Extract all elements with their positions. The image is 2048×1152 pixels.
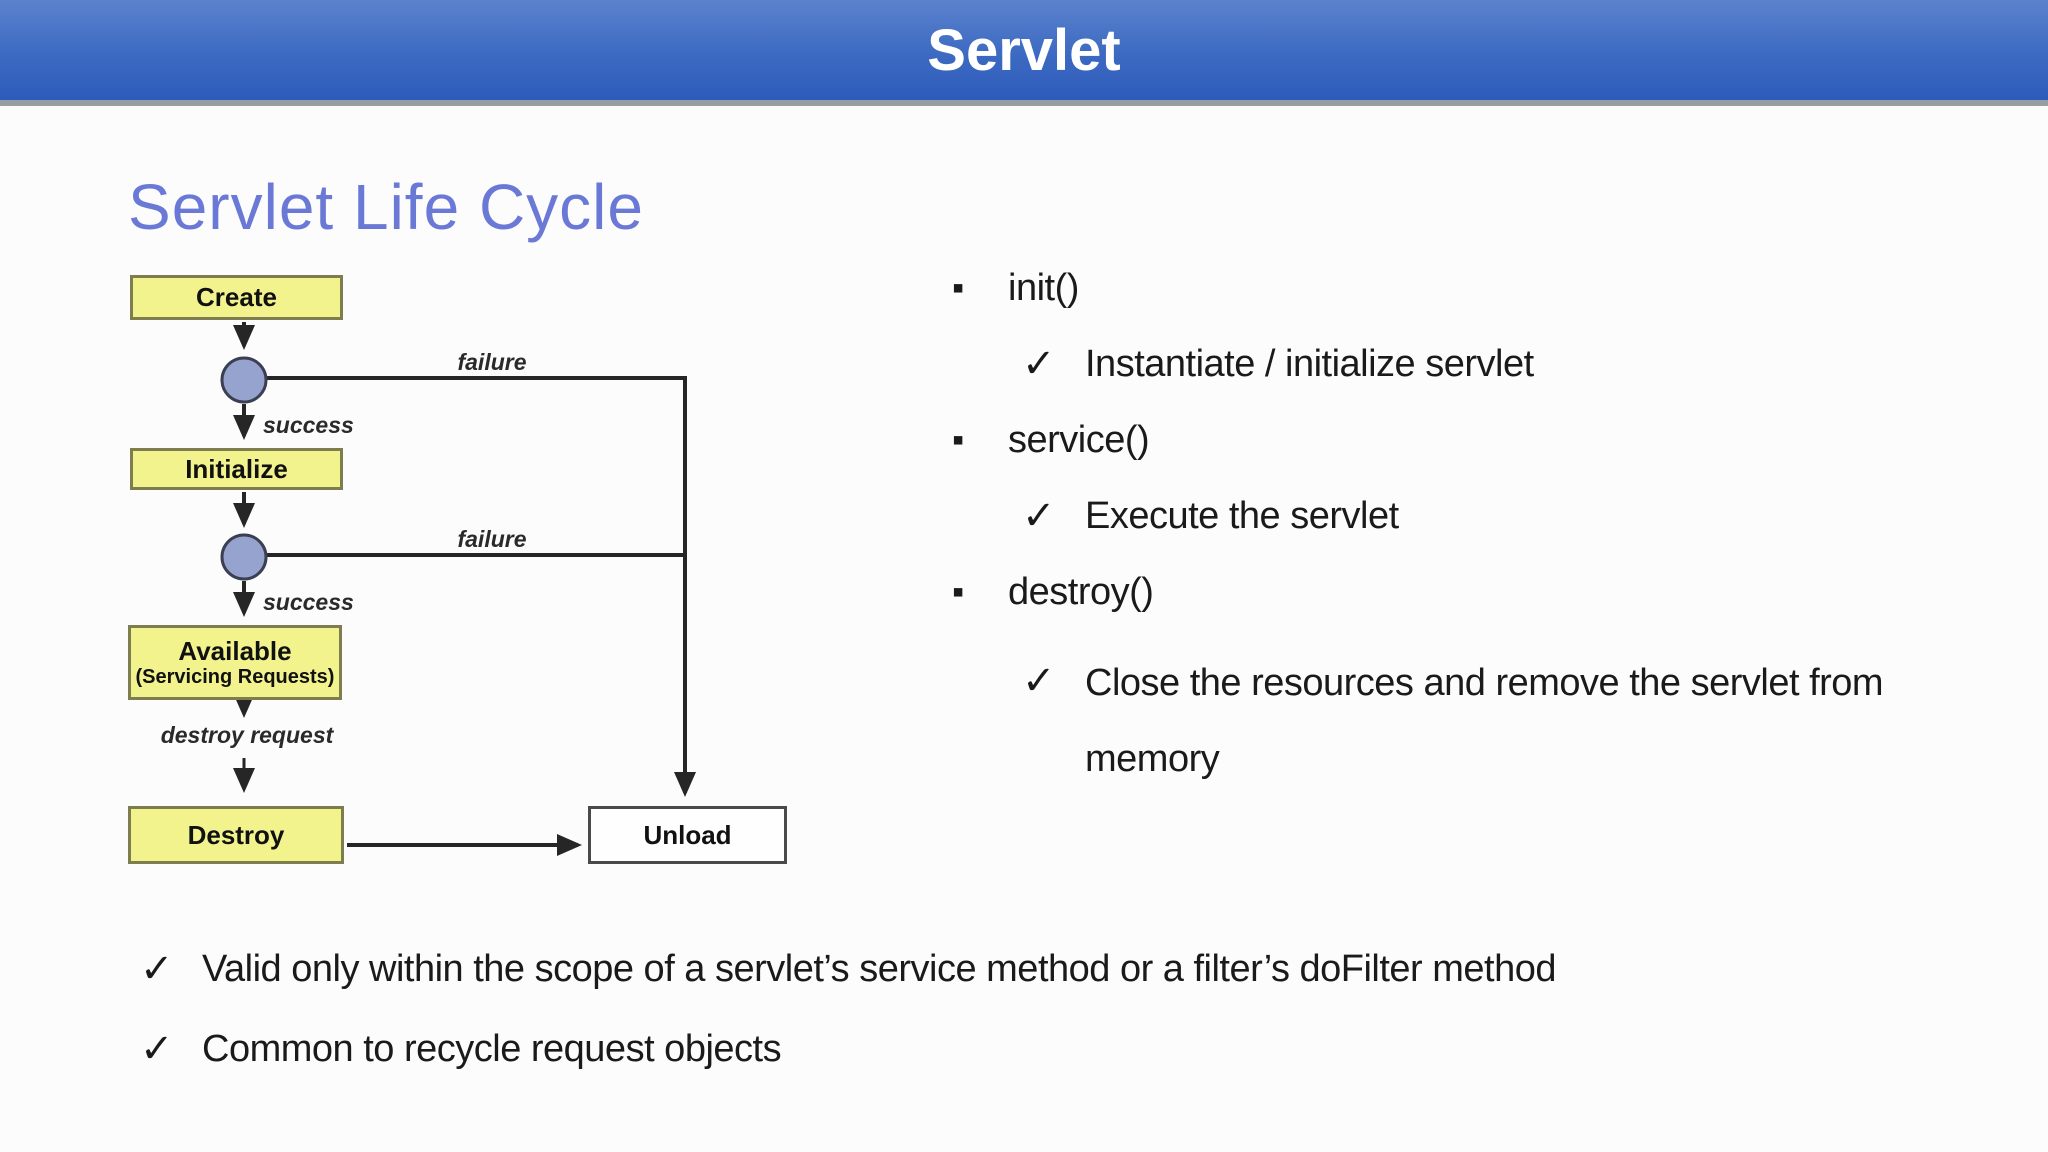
square-bullet-icon: ▪: [952, 421, 964, 459]
note-recycle-objects: ✓ Common to recycle request objects: [140, 1027, 782, 1072]
node-available-label: Available: [178, 636, 292, 667]
flowchart-node-available: Available (Servicing Requests): [128, 625, 342, 700]
slide-title: Servlet: [927, 18, 1121, 83]
list-item-instantiate-label: Instantiate / initialize servlet: [1085, 343, 1534, 385]
list-item-service-label: service(): [1008, 419, 1150, 461]
header-bar: Servlet: [0, 0, 2048, 106]
flowchart-node-create: Create: [130, 275, 343, 320]
check-icon: ✓: [1022, 659, 1056, 703]
note-valid-scope-label: Valid only within the scope of a servlet…: [202, 948, 1557, 990]
list-item-execute-label: Execute the servlet: [1085, 495, 1399, 537]
check-icon: ✓: [140, 1027, 174, 1071]
list-item-close-resources: ✓ Close the resources and remove the ser…: [1022, 645, 1965, 797]
list-item-close-resources-label: Close the resources and remove the servl…: [1085, 662, 1884, 780]
edge-label-success-top: success: [263, 412, 354, 438]
flowchart-node-destroy: Destroy: [128, 806, 344, 864]
square-bullet-icon: ▪: [952, 269, 964, 307]
state-circle-2: [220, 533, 268, 581]
node-destroy-label: Destroy: [187, 819, 285, 850]
node-unload-label: Unload: [643, 819, 732, 850]
list-item-init: ▪ init(): [952, 267, 1079, 311]
node-initialize-label: Initialize: [185, 453, 288, 484]
check-icon: ✓: [140, 947, 174, 991]
list-item-service: ▪ service(): [952, 419, 1150, 463]
note-valid-scope: ✓ Valid only within the scope of a servl…: [140, 947, 1960, 992]
list-item-destroy: ▪ destroy(): [952, 571, 1154, 615]
check-icon: ✓: [1022, 494, 1056, 538]
flowchart-node-unload: Unload: [588, 806, 787, 864]
edge-label-failure-mid: failure: [457, 526, 527, 552]
note-recycle-objects-label: Common to recycle request objects: [202, 1028, 782, 1070]
square-bullet-icon: ▪: [952, 573, 964, 611]
list-item-init-label: init(): [1008, 267, 1079, 309]
check-icon: ✓: [1022, 342, 1056, 386]
list-item-instantiate: ✓ Instantiate / initialize servlet: [1022, 342, 1534, 387]
list-item-destroy-label: destroy(): [1008, 571, 1154, 613]
edge-failure-top-to-unload: [267, 376, 696, 797]
edge-label-success-mid: success: [263, 589, 354, 615]
flowchart-node-initialize: Initialize: [130, 448, 343, 490]
node-create-label: Create: [196, 282, 277, 313]
list-item-execute: ✓ Execute the servlet: [1022, 494, 1399, 539]
edge-label-failure-top: failure: [457, 349, 527, 375]
section-heading: Servlet Life Cycle: [128, 171, 644, 243]
edge-label-destroy-request: destroy request: [160, 722, 334, 748]
state-circle-1: [220, 356, 268, 404]
node-available-sublabel: (Servicing Requests): [135, 665, 335, 688]
